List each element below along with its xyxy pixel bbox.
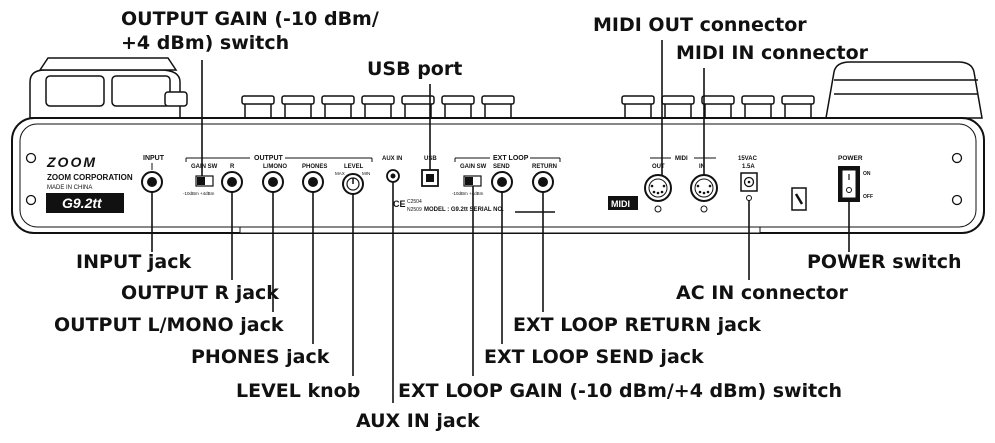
ce-mark: CE xyxy=(393,199,406,209)
callout-ext-loop-return-jack: EXT LOOP RETURN jack xyxy=(513,314,761,336)
right-pedal xyxy=(825,61,983,119)
callout-power-switch: POWER switch xyxy=(807,251,962,273)
callout-phones-jack: PHONES jack xyxy=(191,346,330,368)
cert-mark-1: C2504 xyxy=(407,199,422,205)
callout-ac-in-connector: AC IN connector xyxy=(676,282,848,304)
callout-aux-in-jack: AUX IN jack xyxy=(356,410,480,432)
power-rating-1: 15VAC xyxy=(738,156,758,162)
midi-logo: MIDI xyxy=(611,199,630,209)
callout-level-knob: LEVEL knob xyxy=(236,380,361,402)
model-serial-plate: MODEL : G9.2tt SERIAL NO. xyxy=(424,207,555,213)
ext-loop-group-label: EXT LOOP xyxy=(493,155,529,162)
callout-output-r-jack: OUTPUT R jack xyxy=(121,282,279,304)
callout-input-jack: INPUT jack xyxy=(76,251,192,273)
callout-midi-in: MIDI IN connector xyxy=(676,42,869,64)
return-label: RETURN xyxy=(532,164,557,170)
power-rating-2: 1.5A xyxy=(742,164,755,170)
panel-screws xyxy=(25,152,963,206)
midi-group-label: MIDI xyxy=(675,156,688,162)
power-switch: POWER ON OFF xyxy=(838,155,873,202)
midi-out-label: OUT xyxy=(652,164,665,170)
output-gain-sw-values: -10dBm +4dBm xyxy=(183,191,215,196)
callout-ext-loop-send-jack: EXT LOOP SEND jack xyxy=(484,346,704,368)
level-label: LEVEL xyxy=(344,164,364,170)
aux-in-jack: AUX IN xyxy=(382,156,402,183)
callout-usb-port: USB port xyxy=(367,58,463,80)
callout-midi-out: MIDI OUT connector xyxy=(593,14,807,36)
cert-mark-2: N2509 xyxy=(407,207,422,213)
callout-ext-loop-gain-switch: EXT LOOP GAIN (-10 dBm/+4 dBm) switch xyxy=(398,380,842,402)
level-max-label: MAX xyxy=(335,171,345,176)
output-group-label: OUTPUT xyxy=(254,155,284,162)
certification-marks: CE C2504 N2509 xyxy=(393,199,422,213)
made-in-text: MADE IN CHINA xyxy=(47,185,92,191)
callout-output-gain-line2: +4 dBm) switch xyxy=(121,32,290,54)
callout-output-gain-line1: OUTPUT GAIN (-10 dBm/ xyxy=(121,8,379,30)
aux-in-label: AUX IN xyxy=(382,156,402,162)
midi-section: MIDI OUT IN MIDI xyxy=(608,156,718,213)
brand-block: ZOOM ZOOM CORPORATION MADE IN CHINA G9.2… xyxy=(46,154,133,213)
model-badge: G9.2tt xyxy=(62,195,103,211)
output-group: OUTPUT GAIN SW -10dBm +4dBm R L/MONO PHO… xyxy=(183,155,373,196)
ext-gain-sw-values: -10dBm +4dBm xyxy=(452,191,484,196)
brand-logo: ZOOM xyxy=(46,154,97,170)
level-min-label: MIN xyxy=(362,171,370,176)
input-label: INPUT xyxy=(143,155,165,162)
phones-label: PHONES xyxy=(302,164,327,170)
leader-lines-top xyxy=(201,40,705,176)
cable-hook xyxy=(791,187,807,211)
callout-output-l-mono-jack: OUTPUT L/MONO jack xyxy=(54,314,284,336)
model-serial-text: MODEL : G9.2tt SERIAL NO. xyxy=(424,207,504,213)
midi-in-label: IN xyxy=(699,164,705,170)
output-gain-sw-label: GAIN SW xyxy=(191,164,218,170)
power-label: POWER xyxy=(838,155,863,162)
output-l-mono-label: L/MONO xyxy=(263,164,287,170)
send-label: SEND xyxy=(493,164,510,170)
footswitch-knobs-row xyxy=(241,95,815,121)
power-on-label: ON xyxy=(863,171,871,177)
company-name: ZOOM CORPORATION xyxy=(47,173,133,182)
ext-gain-sw-label: GAIN SW xyxy=(460,164,487,170)
output-r-label: R xyxy=(230,164,235,170)
leader-lines-bottom xyxy=(151,182,850,403)
left-pedal xyxy=(29,57,188,119)
power-off-label: OFF xyxy=(863,194,873,200)
